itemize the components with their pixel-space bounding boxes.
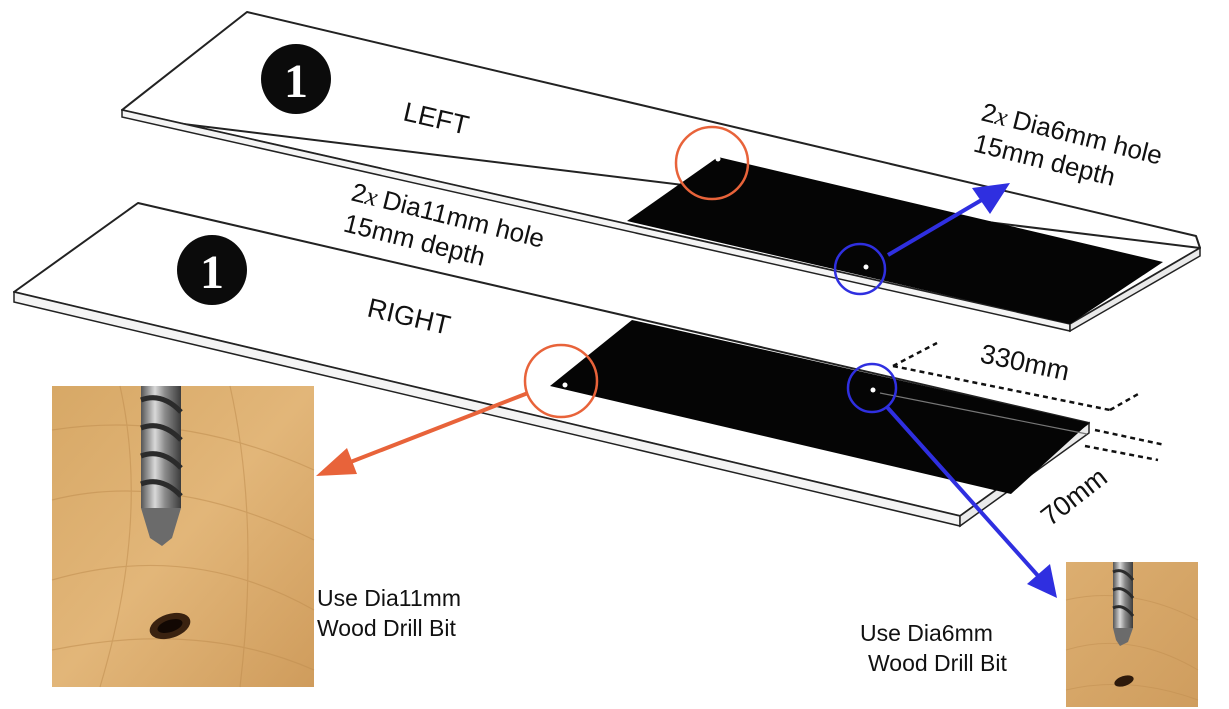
right-board-scribe-line (879, 392, 1088, 435)
left-drill-bit (140, 386, 183, 546)
left-photo-caption-line2: Wood Drill Bit (317, 615, 456, 641)
left-board-badge: 1 (261, 44, 331, 114)
left-board-blue-arrow (886, 196, 987, 257)
right-board-black-section (550, 320, 1089, 494)
right-board-hole-b (870, 387, 876, 393)
right-board-hole-a (562, 382, 568, 388)
left-annotation-qty: 2 (979, 97, 1000, 130)
left-photo-caption-line1: Use Dia11mm (317, 585, 461, 611)
dimension-length-label: 330mm (978, 339, 1072, 387)
left-board-annotation: 2xDia6mm hole 15mm depth (971, 97, 1166, 192)
right-board-blue-circle (846, 362, 898, 414)
right-photo-caption-line1: Use Dia6mm (860, 620, 993, 646)
right-drill-bit (1112, 562, 1135, 646)
left-board-badge-number: 1 (284, 55, 308, 108)
left-board-hole-a (715, 156, 721, 162)
orange-arrow (316, 391, 529, 476)
left-board: 1 LEFT (121, 11, 1201, 333)
middle-annotation-qty: 2 (349, 177, 370, 210)
left-board-orange-circle (674, 125, 750, 201)
left-drill-photo (51, 385, 315, 688)
right-board-badge-number: 1 (200, 246, 224, 299)
left-board-blue-circle (833, 242, 887, 296)
right-blue-arrow (885, 405, 1057, 598)
right-board-badge: 1 (177, 235, 247, 305)
dimension-lines (892, 341, 1166, 462)
right-drill-photo (1065, 562, 1199, 707)
right-photo-caption-line2: Wood Drill Bit (868, 650, 1007, 676)
right-board-orange-circle (523, 343, 599, 419)
left-board-blue-arrowhead (972, 183, 1010, 214)
dimension-width-label: 70mm (1035, 462, 1113, 532)
left-board-black-section (627, 157, 1163, 324)
left-board-hole-b (863, 264, 869, 270)
right-drilled-hole (1114, 675, 1134, 687)
